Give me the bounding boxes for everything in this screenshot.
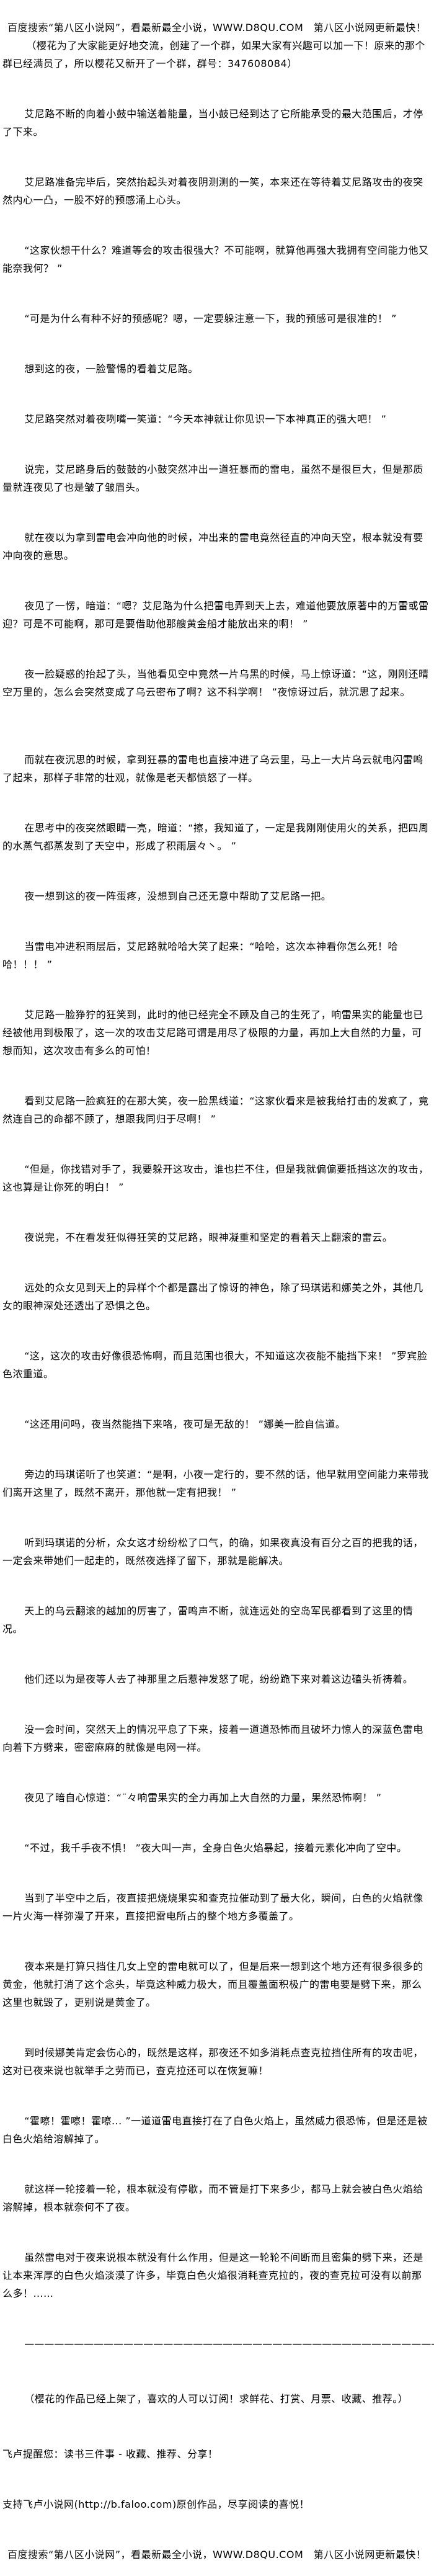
story-paragraph: 艾尼路准备完毕后，突然抬起头对着夜阴测测的一笑，本来还在等待着艾尼路攻击的夜突然… [2,176,423,206]
story-paragraph: “可是为什么有种不好的预感呢？嗯，一定要躲注意一下，我的预感可是很准的！ ” [24,313,397,324]
header-site-ad: 百度搜索“第八区小说网”，看最新最全小说，WWW.D8QU.COM 第八区小说网… [7,22,427,34]
story-paragraph: 夜一脸疑惑的抬起了头，当他看见空中竟然一片乌黑的时候，马上惊讶道：“这，刚刚还晴… [2,668,429,698]
story-paragraph: 想到这的夜，一脸警惕的看着艾尼路。 [24,363,198,375]
faloo-support: 支持飞卢小说网(http://b.faloo.com)原创作品，尽享阅读的喜悦！ [2,2498,310,2510]
chapter-body: 艾尼路不断的向着小鼓中输送着能量，当小鼓已经到达了它所能承受的最大范围后，才停了… [2,105,432,2302]
story-paragraph: “霍嚓！霍嚓！霍嚓... ”一道道雷电直接打在了白色火焰上，虽然威力很恐怖，但是… [2,2115,428,2145]
faloo-reminder: 飞卢提醒您：读书三件事 - 收藏、推荐、分享！ [2,2448,218,2460]
story-paragraph: 在思考中的夜突然眼睛一亮，暗道：“擦，我知道了，一定是我刚刚使用火的关系，把四周… [2,822,429,852]
story-paragraph: 就这样一轮接着一轮，根本就没有停歇，而不管是打下来多少，都马上就会被白色火焰给溶… [2,2183,423,2213]
story-paragraph: 夜见了暗自心惊道：“¨々响雷果实的全力再加上大自然的力量，果然恐怖啊！ ” [24,1792,382,1804]
story-paragraph: 夜一想到这的夜一阵蛋疼，没想到自己还无意中帮助了艾尼路一把。 [24,890,332,902]
story-paragraph: “但是，你找错对手了，我要躲开这攻击，谁也拦不住，但是我就偏偏要抵挡这次的攻击，… [2,1163,429,1193]
story-paragraph: 而就在夜沉思的时候，拿到狂暴的雷电也直接冲进了乌云里，马上一大片乌云就电闪雷鸣了… [2,754,423,784]
story-paragraph: “这还用问吗，夜当然能挡下来咯，夜可是无敌的！ ”娜美一脸自信道。 [24,1418,346,1430]
section-divider: ————————————————————————————————————————… [24,2338,434,2350]
story-paragraph: 就在夜以为拿到雷电会冲向他的时候，冲出来的雷电竟然径直的冲向天空，根本就没有要冲… [2,532,423,561]
story-paragraph: 艾尼路一脸狰狞的狂笑到，此时的他已经完全不顾及自己的生死了，响雷果实的能量也已经… [2,1009,423,1057]
story-paragraph: 当到了半空中之后，夜直接把烧烧果实和查克拉催动到了最大化，瞬间，白色的火焰就像一… [2,1892,423,1922]
story-paragraph: 说完，艾尼路身后的鼓鼓的小鼓突然冲出一道狂暴而的雷电，虽然不是很巨大，但是那质量… [2,463,423,493]
story-paragraph: 夜说完，不在看发狂似得狂笑的艾尼路，眼神凝重和坚定的看着天上翻滚的雷云。 [24,1232,393,1243]
story-paragraph: “这家伙想干什么？难道等会的攻击很强大？不可能啊，就算他再强大我拥有空间能力他又… [2,244,429,274]
story-paragraph: 他们还以为是夜等人去了神那里之后惹神发怒了呢，纷纷跪下来对着这边磕头祈祷着。 [24,1673,414,1685]
author-afterword: （樱花的作品已经上架了，喜欢的人可以订阅！求鲜花、打赏、月票、收藏、推荐。） [24,2393,409,2405]
story-paragraph: 夜见了一愣，暗道：“嗯？艾尼路为什么把雷电弄到天上去，难道他要放原著中的万雷或雷… [2,600,429,630]
story-paragraph: 艾尼路突然对着夜咧嘴一笑道：“今天本神就让你见识一下本神真正的强大吧！ ” [24,413,387,425]
footer-site-ad: 百度搜索“第八区小说网”，看最新最全小说，WWW.D8QU.COM 第八区小说网… [7,2549,427,2560]
story-paragraph: 当雷电冲进积雨层后，艾尼路就哈哈大笑了起来：“哈哈，这次本神看你怎么死！哈哈！！… [2,941,398,970]
group-notice: （樱花为了大家能更好地交流，创建了一个群，如果大家有兴趣可以加一下！原来的那个群… [2,40,425,69]
story-paragraph: 看到艾尼路一脸疯狂的在那大笑，夜一脸黑线道：“这家伙看来是被我给打击的发疯了，竟… [2,1095,429,1125]
story-paragraph: 旁边的玛琪诺听了也笑道：“是啊，小夜一定行的，要不然的话，他早就用空间能力来带我… [2,1469,429,1498]
story-paragraph: “不过，我千手夜不惧！ ”夜大叫一声，全身白色火焰暴起，接着元素化冲向了空中。 [24,1842,407,1854]
story-paragraph: 天上的乌云翻滚的越加的厉害了，雷鸣声不断，就连远处的空岛军民都看到了这里的情况。 [2,1605,414,1635]
story-paragraph: 艾尼路不断的向着小鼓中输送着能量，当小鼓已经到达了它所能承受的最大范围后，才停了… [2,108,423,138]
story-paragraph: 到时候娜美肯定会伤心的，既然是这样，那夜还不如多消耗点查克拉挡住所有的攻击呢，这… [2,2047,423,2077]
story-paragraph: 听到玛琪诺的分析，众女这才纷纷松了口气，的确，如果夜真没有百分之百的把我的话，一… [2,1537,423,1567]
story-paragraph: 没一会时间，突然天上的情况平息了下来，接着一道道恐怖而且破坏力惊人的深蓝色雷电向… [2,1724,423,1753]
story-paragraph: 远处的众女见到天上的异样个个都是露出了惊讶的神色，除了玛琪诺和娜美之外，其他几女… [2,1282,423,1312]
story-paragraph: 夜本来是打算只挡住几女上空的雷电就可以了，但是后来一想到这个地方还有很多很多的黄… [2,1961,423,2008]
story-paragraph: 虽然雷电对于夜来说根本就没有什么作用，但是这一轮轮不间断而且密集的劈下来，还是让… [2,2252,423,2299]
story-paragraph: “这，这次的攻击好像很恐怖啊，而且范围也很大，不知道这次夜能不能挡下来！ ”罗宾… [2,1350,428,1380]
